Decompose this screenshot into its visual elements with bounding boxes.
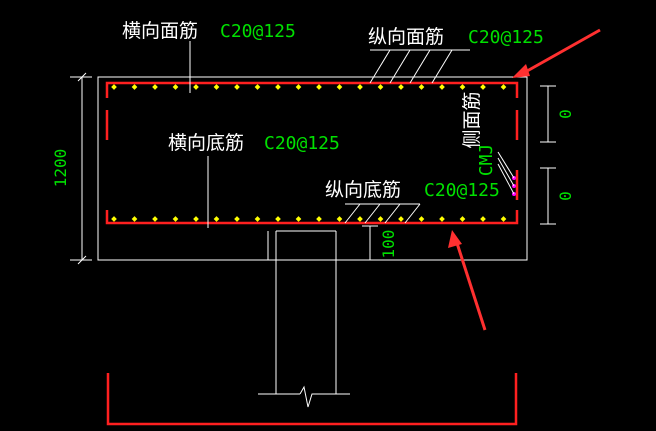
rebar-dot xyxy=(254,216,261,222)
side-lower-dimension: 0 xyxy=(556,191,575,201)
top-longitudinal-label: 纵向面筋 xyxy=(368,26,444,48)
bottom-transverse-spec: C20@125 xyxy=(264,133,340,154)
rebar-dot xyxy=(152,216,158,222)
height-dimension: 1200 xyxy=(51,149,70,188)
red-arrow-bottom xyxy=(448,230,487,331)
rebar-dot xyxy=(172,216,179,222)
rebar-dot xyxy=(275,216,281,222)
rebar-dot xyxy=(213,216,220,222)
bottom-longitudinal-spec: C20@125 xyxy=(424,180,500,201)
rebar-dot xyxy=(213,84,220,90)
rebar-dot xyxy=(336,216,343,222)
rebar-dot xyxy=(439,216,445,222)
rebar-dot xyxy=(500,84,507,90)
rebar-dot xyxy=(377,84,384,90)
top-longitudinal-spec: C20@125 xyxy=(468,27,544,48)
rebar-dot xyxy=(459,216,466,222)
red-arrow-top xyxy=(512,28,601,78)
concrete-outline xyxy=(97,76,528,261)
rebar-dot xyxy=(172,84,179,90)
bottom-longitudinal-label: 纵向底筋 xyxy=(325,179,401,201)
top-transverse-label: 横向面筋 xyxy=(122,20,198,42)
side-upper-dimension: 0 xyxy=(556,109,575,119)
rebar-dot xyxy=(336,84,343,90)
top-rebar xyxy=(105,81,519,98)
rebar-dot xyxy=(398,84,404,90)
rebar-dot xyxy=(111,84,117,90)
rebar-dot xyxy=(234,216,240,222)
leader-lines xyxy=(189,41,515,228)
rebar-dot xyxy=(377,216,384,222)
cover-dimension: 100 xyxy=(379,230,398,259)
rebar-dot xyxy=(193,216,199,222)
rebar-dot xyxy=(131,84,138,90)
rebar-dot xyxy=(111,216,117,222)
rebar-dot xyxy=(459,84,466,90)
rebar-dot xyxy=(131,216,138,222)
rebar-dot xyxy=(234,84,240,90)
rebar-dot xyxy=(193,84,199,90)
rebar-dot xyxy=(316,216,322,222)
bottom-rebar xyxy=(105,210,519,225)
rebar-dot xyxy=(418,84,425,90)
rebar-dot xyxy=(500,216,507,222)
rebar-dot xyxy=(357,216,363,222)
rebar-dot xyxy=(275,84,281,90)
bottom-rebar-dots xyxy=(111,216,507,222)
top-transverse-spec: C20@125 xyxy=(220,21,296,42)
top-rebar-dots xyxy=(111,84,507,90)
rebar-dot xyxy=(480,84,486,90)
rebar-dot xyxy=(357,84,363,90)
rebar-dot xyxy=(295,216,302,222)
rebar-dot xyxy=(295,84,302,90)
rebar-dot xyxy=(152,84,158,90)
dimension-lines xyxy=(70,72,556,265)
rebar-dot xyxy=(480,216,486,222)
column-outline xyxy=(258,230,350,408)
rebar-dot xyxy=(398,216,404,222)
lower-footing-rebar xyxy=(106,373,518,426)
side-bar-label: 侧面筋 xyxy=(461,91,483,148)
rebar-dot xyxy=(254,84,261,90)
side-bar-spec: CMJ xyxy=(476,144,497,177)
rebar-dot xyxy=(418,216,425,222)
rebar-dot xyxy=(439,84,445,90)
bottom-transverse-label: 横向底筋 xyxy=(168,132,244,154)
rebar-dot xyxy=(316,84,322,90)
